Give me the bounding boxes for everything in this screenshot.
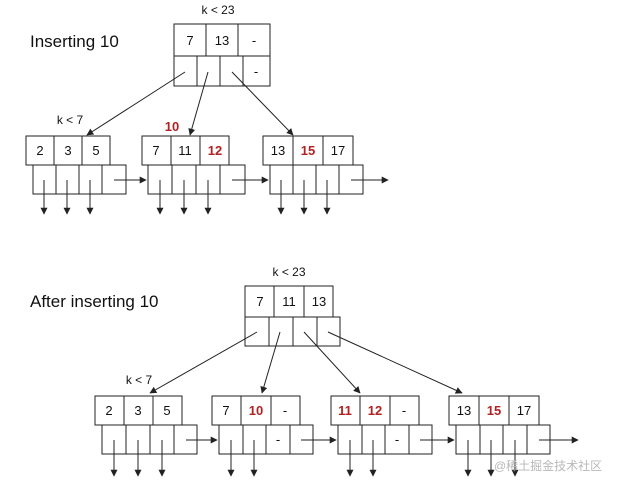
bottom-child-label: k < 7	[126, 373, 153, 387]
bottom-root-key: 11	[282, 294, 296, 309]
bottom-pointer-arrow	[303, 331, 361, 394]
bottom-leaf-key: 7	[222, 403, 229, 418]
top-leaf-key: 2	[36, 143, 43, 158]
top-pointer-arrow	[231, 71, 294, 136]
bottom-leaf-key-highlighted: 15	[487, 403, 501, 418]
top-section: Inserting 10 k < 23 7 13 - - k < 7 10	[25, 3, 389, 215]
top-child-label: k < 7	[57, 113, 84, 127]
top-inserted-value: 10	[165, 119, 179, 134]
top-leaf-node	[262, 135, 364, 195]
top-root-label: k < 23	[201, 3, 234, 17]
top-root-node	[173, 23, 271, 87]
bottom-leaf-key-highlighted: 12	[368, 403, 382, 418]
bottom-leaf-slot-empty: -	[395, 432, 399, 447]
top-title: Inserting 10	[30, 32, 119, 51]
bottom-leaf-node	[94, 395, 198, 455]
top-leaf-key-highlighted: 12	[208, 143, 222, 158]
bottom-root-label: k < 23	[272, 265, 305, 279]
top-root-key: 13	[215, 33, 229, 48]
bottom-leaf-key: -	[402, 403, 406, 418]
top-leaf-key: 3	[64, 143, 71, 158]
bottom-leaf-key: 5	[163, 403, 170, 418]
top-root-key: 7	[186, 33, 193, 48]
top-leaf-key: 13	[271, 143, 285, 158]
bottom-title: After inserting 10	[30, 292, 159, 311]
bottom-root-node	[244, 285, 341, 347]
top-root-key: -	[252, 33, 256, 48]
top-root-slot-empty: -	[254, 64, 258, 79]
bottom-pointer-arrow	[149, 331, 258, 394]
bottom-pointer-arrow	[327, 331, 463, 394]
bottom-leaf-key-highlighted: 10	[249, 403, 263, 418]
bottom-pointer-arrow	[260, 331, 281, 394]
bottom-leaf-key: -	[283, 403, 287, 418]
bottom-leaf-key: 3	[134, 403, 141, 418]
top-leaf-key: 7	[152, 143, 159, 158]
bottom-leaf-node	[330, 395, 433, 455]
top-pointer-arrow	[86, 71, 186, 136]
bottom-root-key: 13	[312, 294, 326, 309]
bottom-leaf-key: 17	[517, 403, 531, 418]
bottom-leaf-key-highlighted: 11	[338, 403, 352, 418]
bottom-leaf-key: 13	[457, 403, 471, 418]
top-leaf-key-highlighted: 15	[301, 143, 315, 158]
bottom-root-key: 7	[256, 294, 263, 309]
watermark-text: @稀土掘金技术社区	[494, 458, 602, 473]
bottom-section: After inserting 10 k < 23 7 11 13 k < 7	[30, 265, 579, 477]
top-leaf-key: 17	[331, 143, 345, 158]
bottom-leaf-slot-empty: -	[276, 432, 280, 447]
bottom-leaf-key: 2	[105, 403, 112, 418]
top-pointer-arrow	[188, 71, 209, 136]
top-leaf-key: 11	[178, 143, 192, 158]
top-leaf-key: 5	[92, 143, 99, 158]
bottom-leaf-node	[211, 395, 314, 455]
